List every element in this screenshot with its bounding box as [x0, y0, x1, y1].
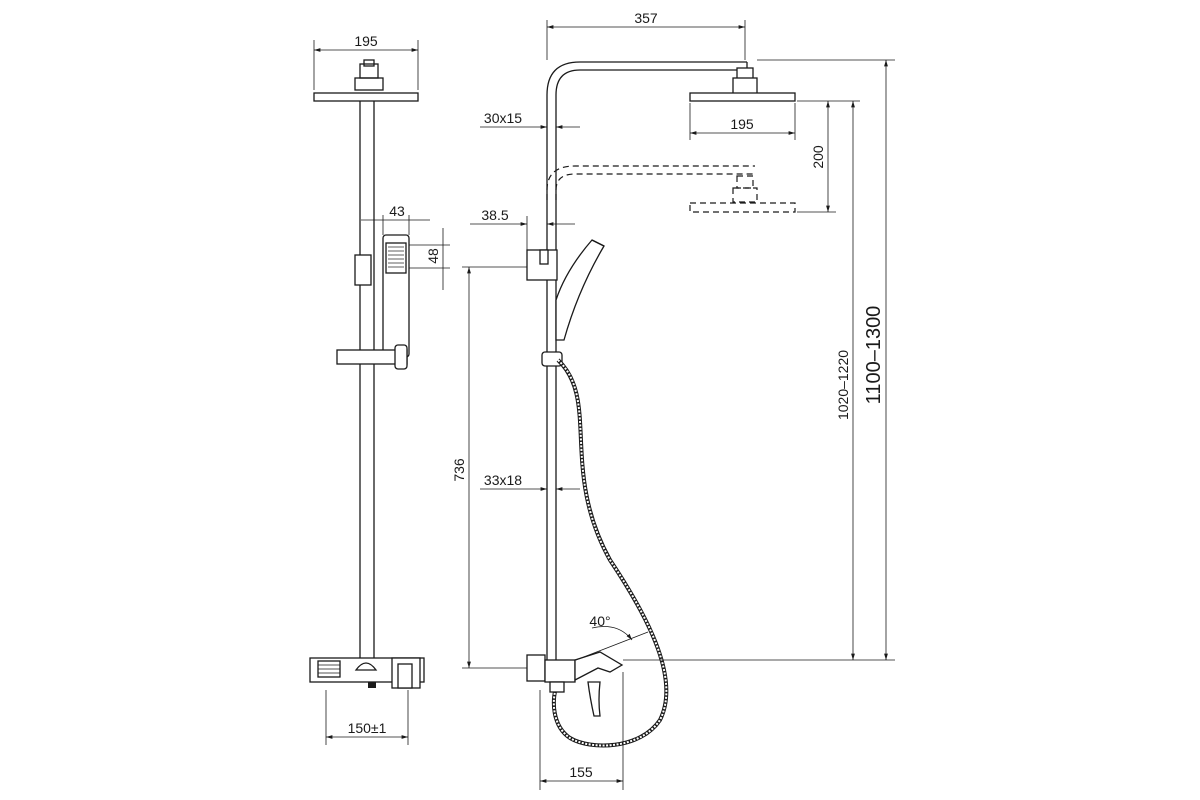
side-shower-head-top [689, 67, 796, 102]
height-adjust-label: 200 [810, 145, 826, 169]
arm-reach-label: 357 [634, 10, 658, 26]
head-height-label: 1020–1220 [835, 350, 851, 420]
lever-angle-label: 40° [589, 613, 610, 629]
lower-pipe-label: 33x18 [484, 472, 522, 488]
side-riser-arm [546, 61, 748, 660]
front-view: 195 43 [309, 33, 450, 745]
front-hand-shower [336, 234, 410, 370]
total-height-label: 1100–1300 [863, 306, 885, 405]
side-shower-head-lowered [546, 165, 796, 213]
handshower-height-label: 48 [425, 248, 441, 264]
mixer-spacing-label: 150±1 [348, 720, 387, 736]
front-head-width-label: 195 [354, 33, 378, 49]
wall-projection-label: 155 [569, 764, 593, 780]
side-view: 357 195 30x15 200 38.5 33x18 [451, 10, 895, 790]
front-mixer [309, 657, 425, 689]
side-hose [551, 358, 669, 748]
front-shower-head [313, 59, 419, 102]
holder-offset-label: 38.5 [481, 207, 508, 223]
side-head-width-label: 195 [730, 116, 754, 132]
front-riser-pipe [354, 101, 375, 658]
holder-height-label: 736 [451, 458, 467, 482]
handshower-width-label: 43 [389, 203, 405, 219]
side-holder [526, 239, 605, 367]
side-mixer [526, 651, 624, 717]
upper-pipe-label: 30x15 [484, 110, 522, 126]
